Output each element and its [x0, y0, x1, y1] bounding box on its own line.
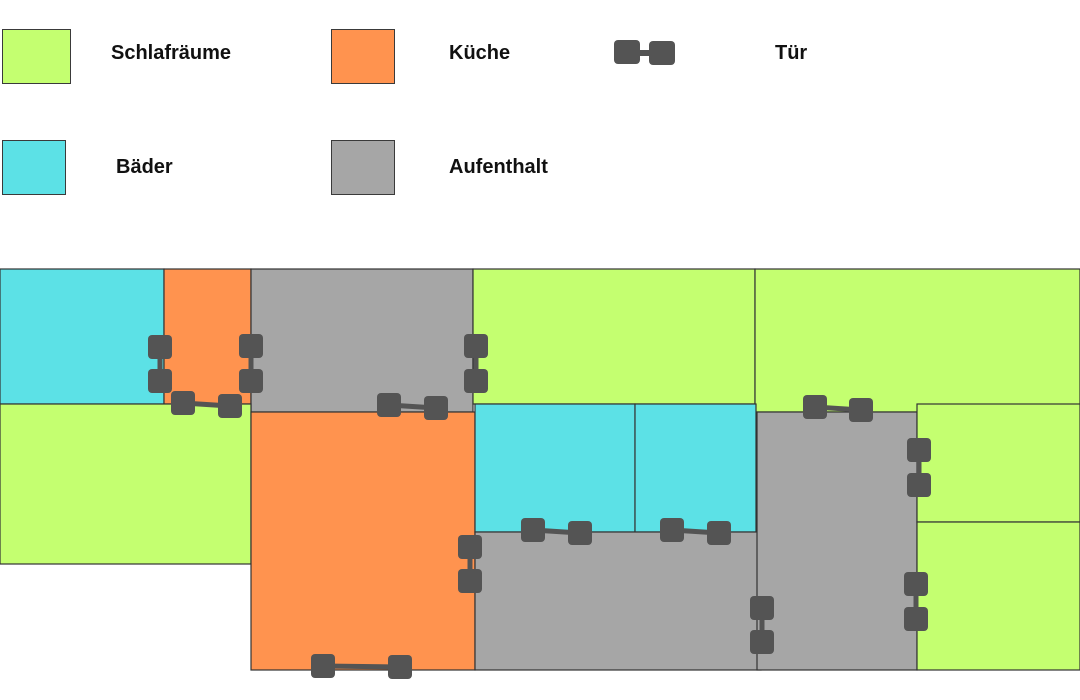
bath-room [634, 403, 757, 533]
legend-label-bath: Bäder [116, 156, 173, 178]
door-icon [660, 518, 731, 545]
bath-room [474, 403, 636, 533]
legend-label-kitchen: Küche [449, 42, 511, 64]
door-icon [148, 335, 172, 393]
door-icon [750, 596, 774, 654]
legend-swatch-bath [2, 140, 66, 195]
bath-room [0, 268, 165, 405]
living-room [474, 531, 762, 671]
door-icon [311, 654, 412, 679]
legend-label-living: Aufenthalt [449, 156, 548, 178]
legend-swatch-living [331, 140, 395, 195]
legend-door-icon [614, 40, 675, 65]
door-icon [377, 393, 448, 420]
living-room [756, 411, 918, 671]
door-icon [907, 438, 931, 497]
bedroom-room [754, 268, 1080, 413]
kitchen-room [163, 268, 252, 405]
bedroom-room [916, 521, 1080, 671]
bedroom-room [472, 268, 756, 405]
legend-label-door: Tür [775, 42, 808, 64]
doors [148, 334, 931, 679]
door-icon [521, 518, 592, 545]
legend-swatch-bedroom [2, 29, 71, 84]
bedroom-room [916, 403, 1080, 523]
door-icon [464, 334, 488, 393]
door-icon [458, 535, 482, 593]
door-icon [803, 395, 873, 422]
living-room [250, 268, 474, 413]
legend-swatch-kitchen [331, 29, 395, 84]
kitchen-room [250, 411, 476, 671]
door-icon [904, 572, 928, 631]
door-icon [239, 334, 263, 393]
legend-label-bedroom: Schlafräume [111, 42, 232, 64]
bedroom-room [0, 403, 252, 565]
rooms [0, 268, 1080, 671]
door-icon [171, 391, 242, 418]
